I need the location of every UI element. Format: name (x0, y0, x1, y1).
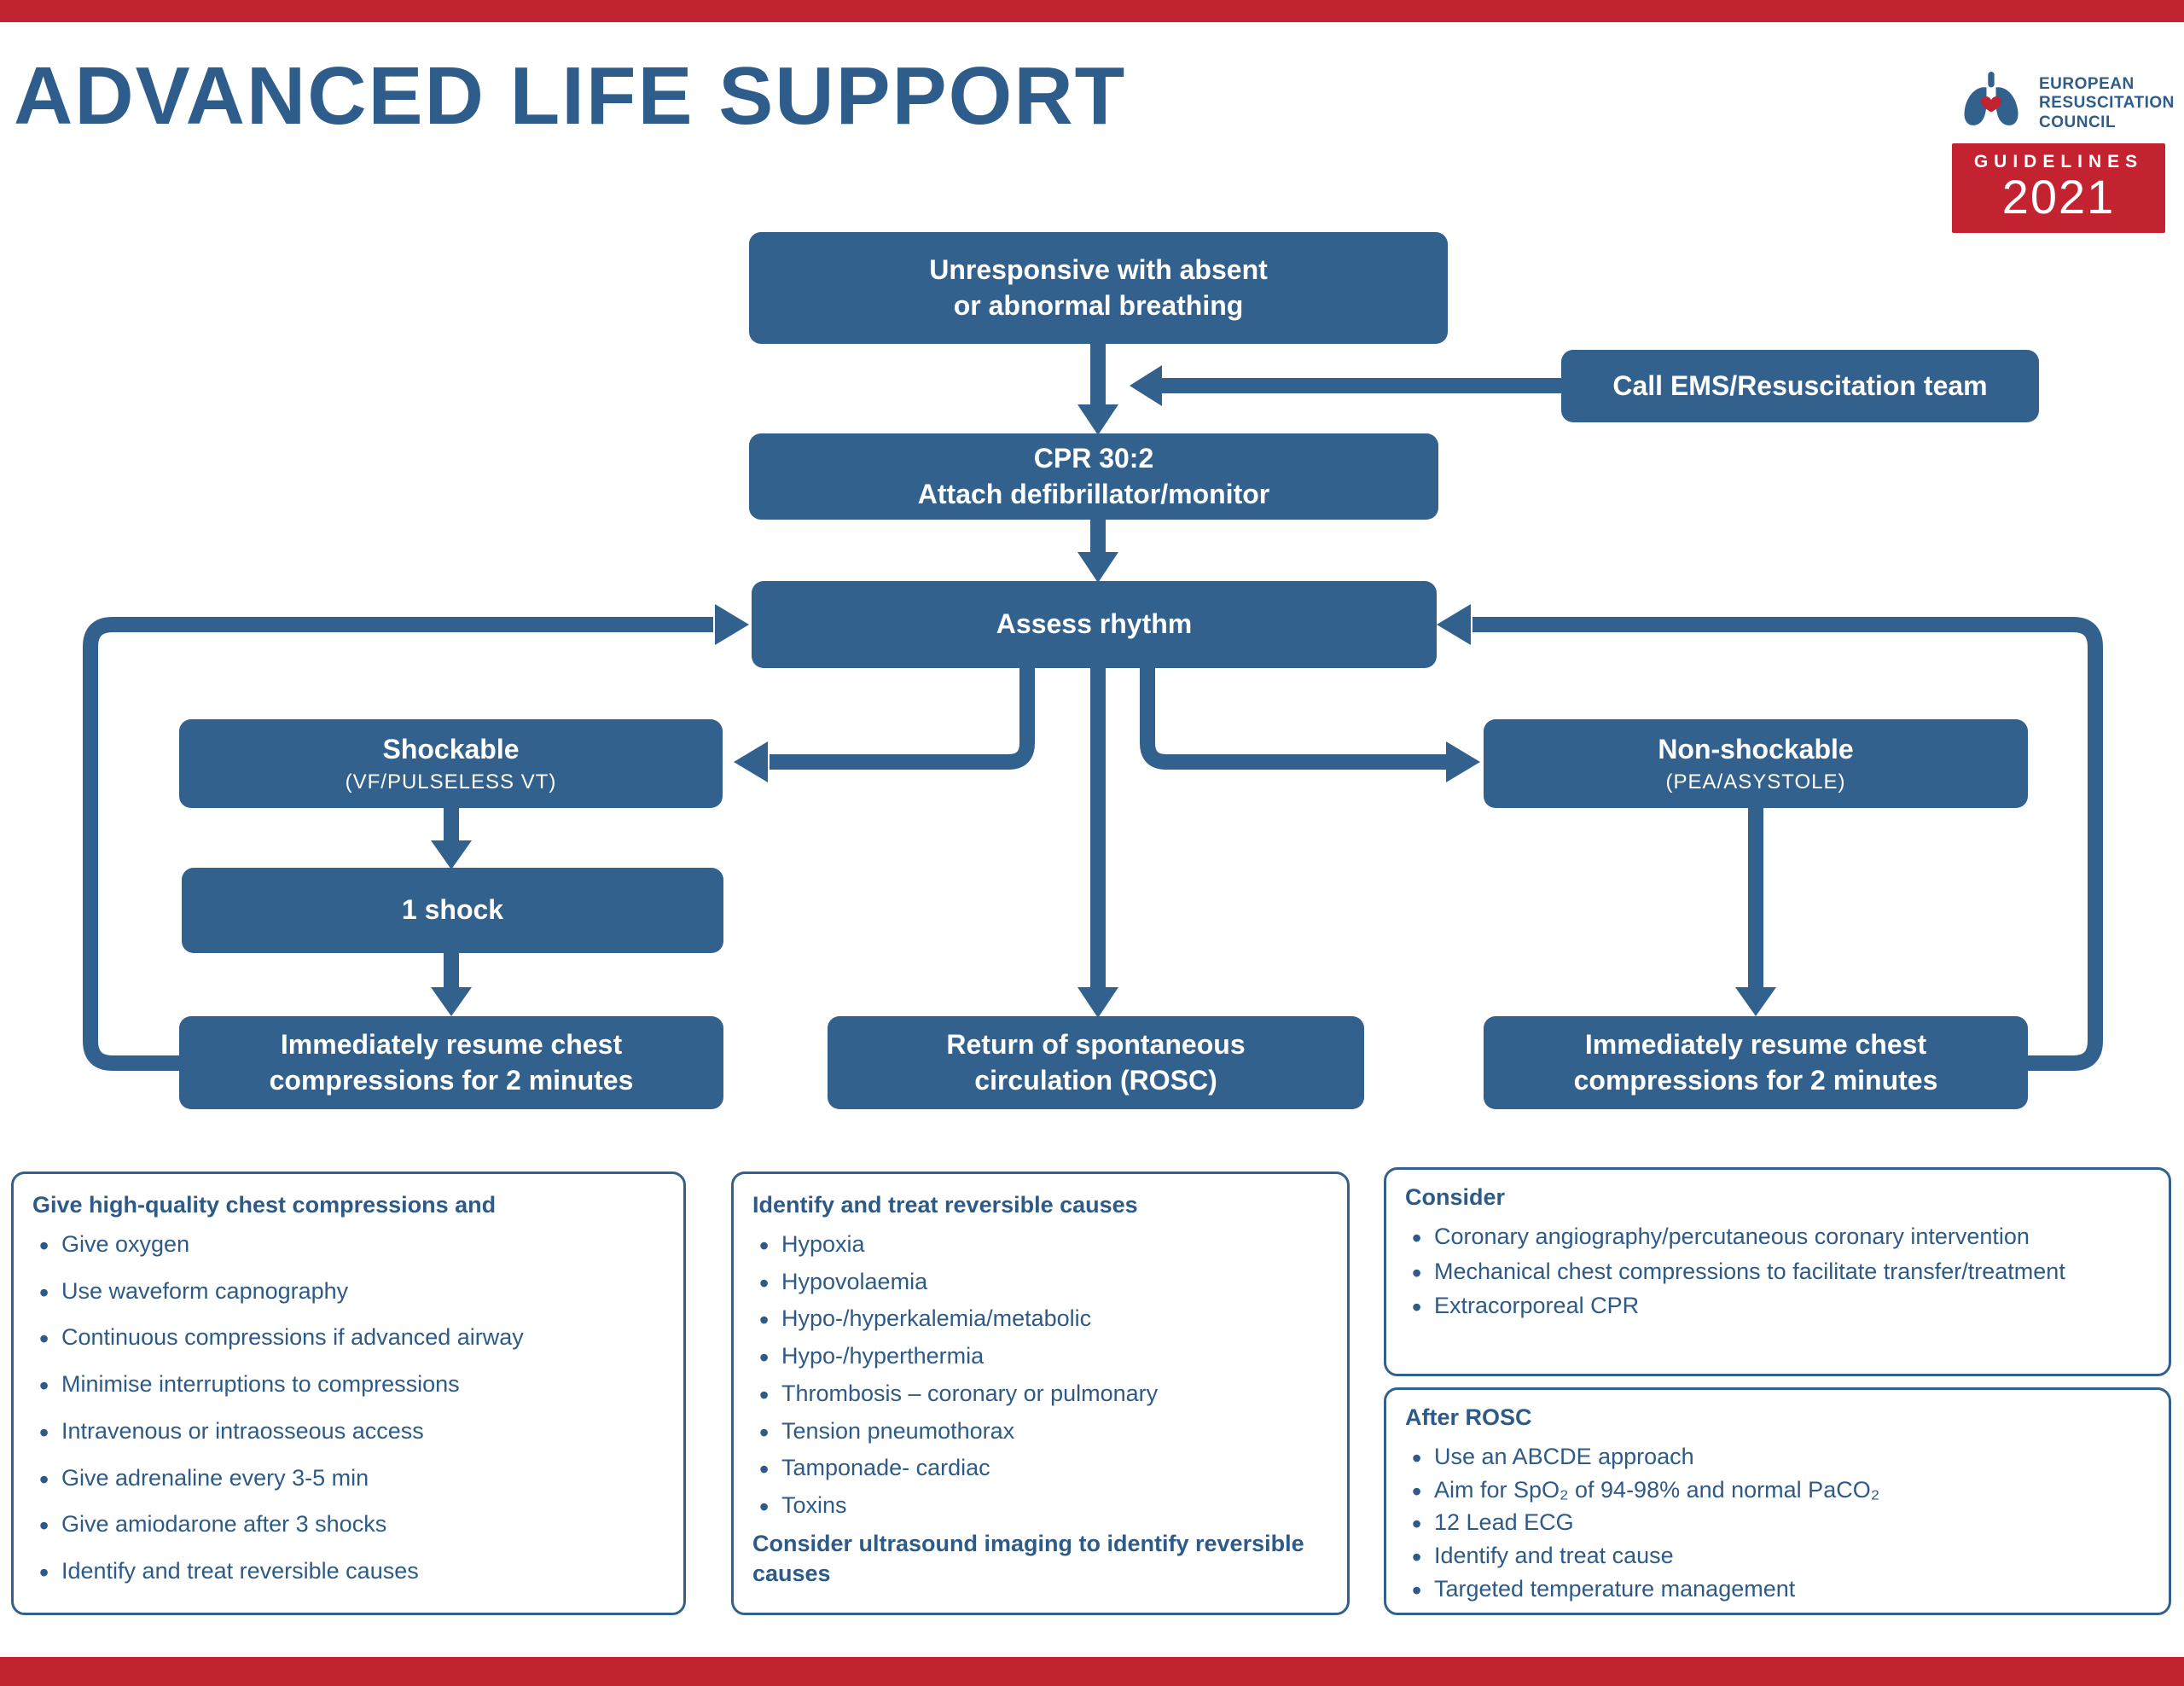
arrowhead (734, 741, 768, 782)
list-item: Use an ABCDE approach (1405, 1441, 2150, 1475)
list-item: Thrombosis – coronary or pulmonary (752, 1378, 1328, 1412)
top-red-bar (0, 0, 2184, 22)
node-text: Assess rhythm (996, 608, 1193, 640)
loop-right-resume-to-assess (1472, 617, 2103, 1071)
list-item: Coronary angiography/percutaneous corona… (1405, 1221, 2150, 1255)
list-item: Aim for SpO₂ of 94-98% and normal PaCO₂ (1405, 1474, 2150, 1509)
list-item: Hypoxia (752, 1229, 1328, 1263)
arrowhead (1077, 404, 1118, 435)
panel-chest-compressions: Give high-quality chest compressions and… (11, 1171, 686, 1615)
node-text: or abnormal breathing (953, 289, 1244, 321)
erc-org-name: EUROPEAN RESUSCITATION COUNCIL (2039, 70, 2175, 132)
node-text: compressions for 2 minutes (1573, 1064, 1938, 1096)
node-text: circulation (ROSC) (974, 1064, 1217, 1096)
erc-org-line: RESUSCITATION (2039, 94, 2175, 113)
panel-after-rosc: After ROSC Use an ABCDE approachAim for … (1384, 1387, 2171, 1615)
panel-footer: Consider ultrasound imaging to identify … (752, 1530, 1304, 1586)
arrowhead (1735, 987, 1776, 1016)
list-item: Continuous compressions if advanced airw… (32, 1322, 665, 1356)
list-item: 12 Lead ECG (1405, 1507, 2150, 1541)
list-item: Identify and treat cause (1405, 1540, 2150, 1574)
node-text: Call EMS/Resuscitation team (1612, 369, 1988, 401)
node-shockable: Shockable (VF/PULSELESS VT) (179, 719, 723, 808)
node-text: compressions for 2 minutes (269, 1064, 634, 1096)
panel-list: Use an ABCDE approachAim for SpO₂ of 94-… (1405, 1441, 2150, 1608)
list-item: Tension pneumothorax (752, 1416, 1328, 1450)
list-item: Hypo-/hyperkalemia/metabolic (752, 1303, 1328, 1337)
node-text: Shockable (382, 733, 520, 765)
panel-reversible-causes: Identify and treat reversible causes Hyp… (731, 1171, 1350, 1615)
panel-list: Coronary angiography/percutaneous corona… (1405, 1221, 2150, 1324)
node-text: Attach defibrillator/monitor (917, 478, 1270, 509)
node-cpr: CPR 30:2 Attach defibrillator/monitor (749, 433, 1438, 520)
panel-list: HypoxiaHypovolaemiaHypo-/hyperkalemia/me… (752, 1229, 1328, 1524)
panel-list: Give oxygenUse waveform capnographyConti… (32, 1229, 665, 1590)
panel-consider: Consider Coronary angiography/percutaneo… (1384, 1167, 2171, 1376)
node-text: 1 shock (401, 894, 504, 926)
list-item: Minimise interruptions to compressions (32, 1369, 665, 1403)
erc-brand-top: EUROPEAN RESUSCITATION COUNCIL (1952, 70, 2174, 133)
node-resume-compressions-left: Immediately resume chest compressions fo… (179, 1016, 723, 1109)
guidelines-year: 2021 (2001, 170, 2116, 224)
arrowhead (1437, 604, 1471, 645)
node-assess-rhythm: Assess rhythm (752, 581, 1437, 668)
arrowhead (1077, 552, 1118, 583)
arrowhead (431, 840, 472, 869)
arrowhead (431, 987, 472, 1016)
node-rosc: Return of spontaneous circulation (ROSC) (828, 1016, 1364, 1109)
list-item: Hypo-/hyperthermia (752, 1340, 1328, 1375)
node-unresponsive: Unresponsive with absent or abnormal bre… (749, 232, 1448, 344)
branch-to-nonshockable (1140, 668, 1448, 770)
erc-org-line: EUROPEAN (2039, 75, 2135, 93)
list-item: Use waveform capnography (32, 1276, 665, 1310)
node-one-shock: 1 shock (182, 868, 723, 953)
panel-heading: Identify and treat reversible causes (752, 1192, 1138, 1218)
guidelines-badge: GUIDELINES 2021 (1952, 143, 2165, 233)
list-item: Mechanical chest compressions to facilit… (1405, 1256, 2150, 1290)
list-item: Hypovolaemia (752, 1266, 1328, 1300)
list-item: Give oxygen (32, 1229, 665, 1263)
branch-to-shockable (770, 668, 1035, 770)
node-subtext: (PEA/ASYSTOLE) (1665, 770, 1846, 794)
bottom-red-bar (0, 1657, 2184, 1686)
panel-heading: Consider (1405, 1184, 1506, 1210)
list-item: Extracorporeal CPR (1405, 1290, 2150, 1324)
list-item: Toxins (752, 1490, 1328, 1524)
list-item: Give amiodarone after 3 shocks (32, 1509, 665, 1543)
loop-left-resume-to-assess (83, 617, 713, 1071)
arrowhead (1130, 365, 1162, 406)
page-title: ADVANCED LIFE SUPPORT (14, 50, 1127, 142)
arrowhead (1446, 741, 1480, 782)
arrowhead (1077, 987, 1118, 1018)
panel-heading: Give high-quality chest compressions and (32, 1192, 497, 1218)
list-item: Identify and treat reversible causes (32, 1555, 665, 1590)
node-text: Immediately resume chest (280, 1028, 623, 1060)
node-text: CPR 30:2 (1033, 442, 1154, 474)
node-text: Return of spontaneous (946, 1028, 1246, 1060)
guidelines-label: GUIDELINES (1973, 152, 2144, 172)
node-call-ems: Call EMS/Resuscitation team (1561, 350, 2039, 422)
erc-logo-icon (1964, 72, 2018, 125)
arrowhead (715, 604, 749, 645)
list-item: Give adrenaline every 3-5 min (32, 1462, 665, 1497)
node-non-shockable: Non-shockable (PEA/ASYSTOLE) (1484, 719, 2028, 808)
node-text: Non-shockable (1658, 733, 1854, 765)
node-text: Unresponsive with absent (929, 253, 1268, 285)
list-item: Intravenous or intraosseous access (32, 1416, 665, 1450)
erc-org-line: COUNCIL (2039, 113, 2117, 131)
erc-brand: EUROPEAN RESUSCITATION COUNCIL GUIDELINE… (1952, 70, 2174, 233)
list-item: Targeted temperature management (1405, 1573, 2150, 1608)
panel-heading: After ROSC (1405, 1404, 1532, 1430)
node-subtext: (VF/PULSELESS VT) (345, 770, 557, 794)
node-resume-compressions-right: Immediately resume chest compressions fo… (1484, 1016, 2028, 1109)
node-text: Immediately resume chest (1584, 1028, 1927, 1060)
list-item: Tamponade- cardiac (752, 1452, 1328, 1486)
